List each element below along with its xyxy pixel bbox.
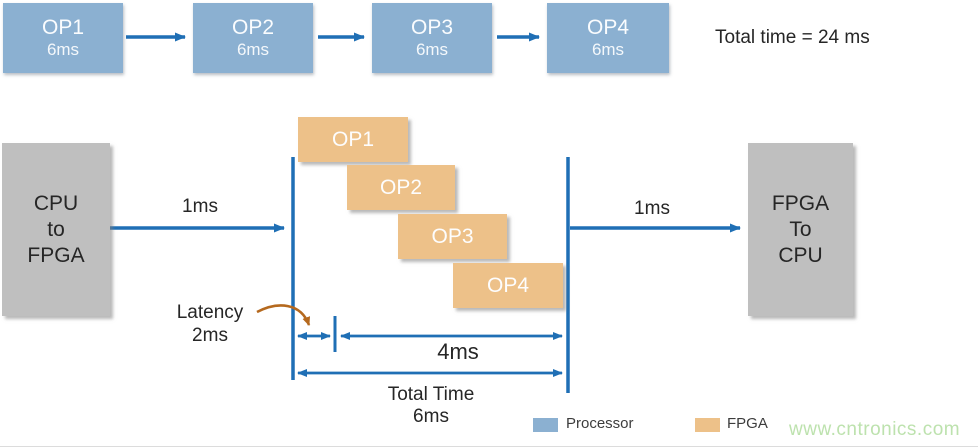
pipeline-stage-op3-box: OP3 xyxy=(398,214,507,259)
watermark: www.cntronics.com xyxy=(789,419,961,440)
sequential-op3-box: OP3 6ms xyxy=(372,3,492,73)
sequential-op2-box: OP2 6ms xyxy=(193,3,313,73)
sequential-op1-label: OP1 xyxy=(41,16,85,40)
latency-pointer-arrow xyxy=(256,304,311,326)
sequential-op3-time: 6ms xyxy=(415,40,449,60)
legend-processor-swatch xyxy=(533,418,558,432)
latency-label: Latency 2ms xyxy=(160,301,260,347)
sequential-op1-box: OP1 6ms xyxy=(3,3,123,73)
sequential-op4-time: 6ms xyxy=(591,40,625,60)
sequential-op4-label: OP4 xyxy=(586,16,630,40)
span-4ms-label: 4ms xyxy=(437,339,479,364)
pipeline-stage-op2-box: OP2 xyxy=(347,165,455,210)
pipeline-total-time-line2: 6ms xyxy=(413,406,449,427)
pipeline-total-time-line1: Total Time xyxy=(387,384,475,405)
cpu-to-fpga-line2: to xyxy=(47,217,65,241)
fpga-to-cpu-box: FPGA To CPU xyxy=(748,143,853,316)
transfer-out-time-label: 1ms xyxy=(634,198,670,219)
legend-processor-label: Processor xyxy=(566,415,634,432)
legend-fpga-swatch xyxy=(695,418,720,432)
cpu-to-fpga-line3: FPGA xyxy=(27,243,85,267)
cpu-to-fpga-line1: CPU xyxy=(33,191,79,215)
sequential-op4-box: OP4 6ms xyxy=(547,3,669,73)
sequential-op2-time: 6ms xyxy=(236,40,270,60)
pipeline-stage-op1-box: OP1 xyxy=(298,117,408,162)
cpu-to-fpga-box: CPU to FPGA xyxy=(2,143,110,316)
fpga-to-cpu-line1: FPGA xyxy=(771,191,830,215)
sequential-op3-label: OP3 xyxy=(410,16,454,40)
latency-label-line2: 2ms xyxy=(192,325,228,346)
pipeline-stage-op4-box: OP4 xyxy=(453,263,563,308)
sequential-op2-label: OP2 xyxy=(231,16,275,40)
sequential-op1-time: 6ms xyxy=(46,40,80,60)
fpga-to-cpu-line3: CPU xyxy=(778,243,823,267)
transfer-in-time-label: 1ms xyxy=(182,196,218,217)
pipeline-total-time-label: Total Time 6ms xyxy=(371,384,491,428)
legend-fpga-label: FPGA xyxy=(727,415,768,432)
sequential-total-time-label: Total time = 24 ms xyxy=(715,27,870,48)
fpga-to-cpu-line2: To xyxy=(789,217,812,241)
latency-label-line1: Latency xyxy=(176,302,244,323)
